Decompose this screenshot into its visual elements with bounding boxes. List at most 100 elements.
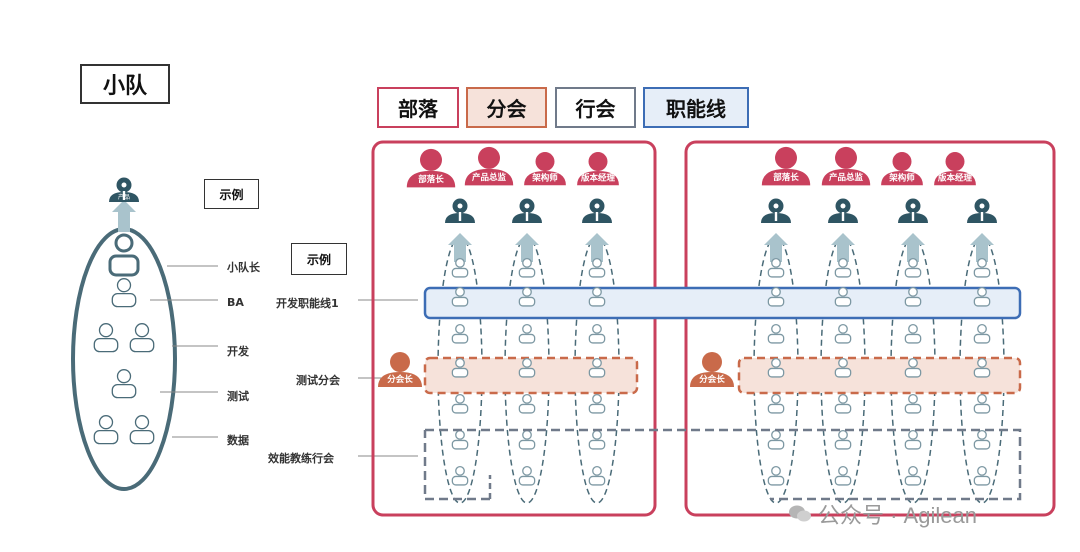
tribe-leader-icon: 产品总监 [821, 146, 871, 186]
squad-member-icon [588, 286, 606, 307]
squad-member-icon [451, 323, 469, 344]
product-owner-icon: 产品 [109, 177, 139, 202]
arrow-up-icon [448, 233, 472, 262]
arrow-up-icon [112, 200, 136, 232]
squad-member-icon [834, 323, 852, 344]
squad-lead-icon [828, 198, 858, 223]
tribe-leader-icon: 部落长 [761, 146, 811, 186]
squad-member-icon [973, 393, 991, 414]
example-label-2: 示例 [291, 243, 347, 275]
squad-member-icon [767, 323, 785, 344]
squad-member-icon [973, 257, 991, 278]
squad-member-icon [904, 465, 922, 486]
squad-member-icon [767, 465, 785, 486]
legend-function-line: 职能线 [643, 87, 749, 128]
squad-member-icon [973, 323, 991, 344]
data-person-icon [93, 415, 119, 445]
squad-member-icon [518, 323, 536, 344]
person-label: 架构师 [531, 173, 558, 184]
chapter-band-2 [737, 356, 1022, 395]
squad-member-icon [904, 257, 922, 278]
squad-member-icon [904, 323, 922, 344]
squad-member-icon [518, 393, 536, 414]
test-person-icon [111, 369, 137, 399]
squad-role-ba: BA [227, 296, 244, 309]
squad-member-icon [904, 429, 922, 450]
annotation-chapter: 测试分会 [296, 374, 340, 387]
arrow-up-icon [764, 233, 788, 262]
tribe-leader-icon: 架构师 [524, 152, 566, 186]
squad-member-icon [451, 465, 469, 486]
arrow-up-icon [970, 233, 994, 262]
dev-person-icon [129, 323, 155, 353]
squad-member-icon [588, 429, 606, 450]
squad-member-icon [588, 257, 606, 278]
arrow-up-icon [585, 233, 609, 262]
squad-member-icon [973, 465, 991, 486]
squad-member-icon [904, 357, 922, 378]
squad-lead-icon [512, 198, 542, 223]
person-label: 产品总监 [472, 172, 507, 183]
squad-lead-icon [582, 198, 612, 223]
arrow-up-icon [831, 233, 855, 262]
legend-guild: 行会 [555, 87, 636, 128]
squad-role-lead: 小队长 [227, 261, 260, 274]
person-label: 版本经理 [937, 173, 973, 184]
ba-person-icon [111, 278, 137, 308]
squad-lead-icon [445, 198, 475, 223]
legend-chapter: 分会 [466, 87, 547, 128]
annotation-guild: 效能教练行会 [268, 452, 334, 465]
squad-member-icon [973, 357, 991, 378]
squad-member-icon [518, 429, 536, 450]
squad-member-icon [767, 393, 785, 414]
squad-member-icon [588, 323, 606, 344]
person-label: 架构师 [888, 173, 915, 184]
tribe-leader-icon: 版本经理 [577, 152, 619, 186]
squad-member-icon [451, 429, 469, 450]
data-person-icon [129, 415, 155, 445]
squad-member-icon [518, 465, 536, 486]
wechat-icon [788, 504, 812, 524]
guild-band [423, 428, 1022, 501]
watermark: 公众号 · Agilean [788, 498, 977, 530]
chapter-lead-icon: 分会长 [378, 352, 422, 387]
squad-member-icon [767, 429, 785, 450]
squad-member-icon [973, 429, 991, 450]
squad-member-icon [834, 286, 852, 307]
squad-lead-icon [967, 198, 997, 223]
tribe-leader-icon: 部落长 [406, 148, 456, 188]
squad-member-icon [588, 465, 606, 486]
tribe-leader-icon: 版本经理 [934, 152, 976, 186]
squad-lead-icon [108, 233, 140, 277]
function-line-band [423, 286, 1022, 320]
squad-member-icon [973, 286, 991, 307]
squad-member-icon [451, 286, 469, 307]
squad-member-icon [518, 257, 536, 278]
squad-lead-icon [761, 198, 791, 223]
person-label: 产品总监 [829, 172, 864, 183]
squad-role-data: 数据 [227, 434, 249, 447]
squad-member-icon [451, 257, 469, 278]
page-title: 小队 [80, 64, 170, 104]
tribe-boundary-1 [371, 140, 657, 517]
squad-member-icon [834, 465, 852, 486]
squad-member-icon [588, 357, 606, 378]
squad-member-icon [518, 286, 536, 307]
squad-member-icon [451, 393, 469, 414]
legend-tribe: 部落 [377, 87, 459, 128]
arrow-up-icon [901, 233, 925, 262]
annotation-function-line: 开发职能线1 [276, 297, 339, 310]
example-label-1: 示例 [204, 179, 259, 209]
person-label: 分会长 [387, 374, 413, 385]
squad-member-icon [834, 257, 852, 278]
chapter-lead-icon: 分会长 [690, 352, 734, 387]
squad-lead-icon [898, 198, 928, 223]
squad-member-icon [451, 357, 469, 378]
squad-member-icon [834, 393, 852, 414]
squad-role-dev: 开发 [227, 345, 249, 358]
squad-member-icon [767, 257, 785, 278]
person-label: 部落长 [773, 172, 799, 183]
squad-member-icon [588, 393, 606, 414]
person-label: 分会长 [699, 374, 725, 385]
